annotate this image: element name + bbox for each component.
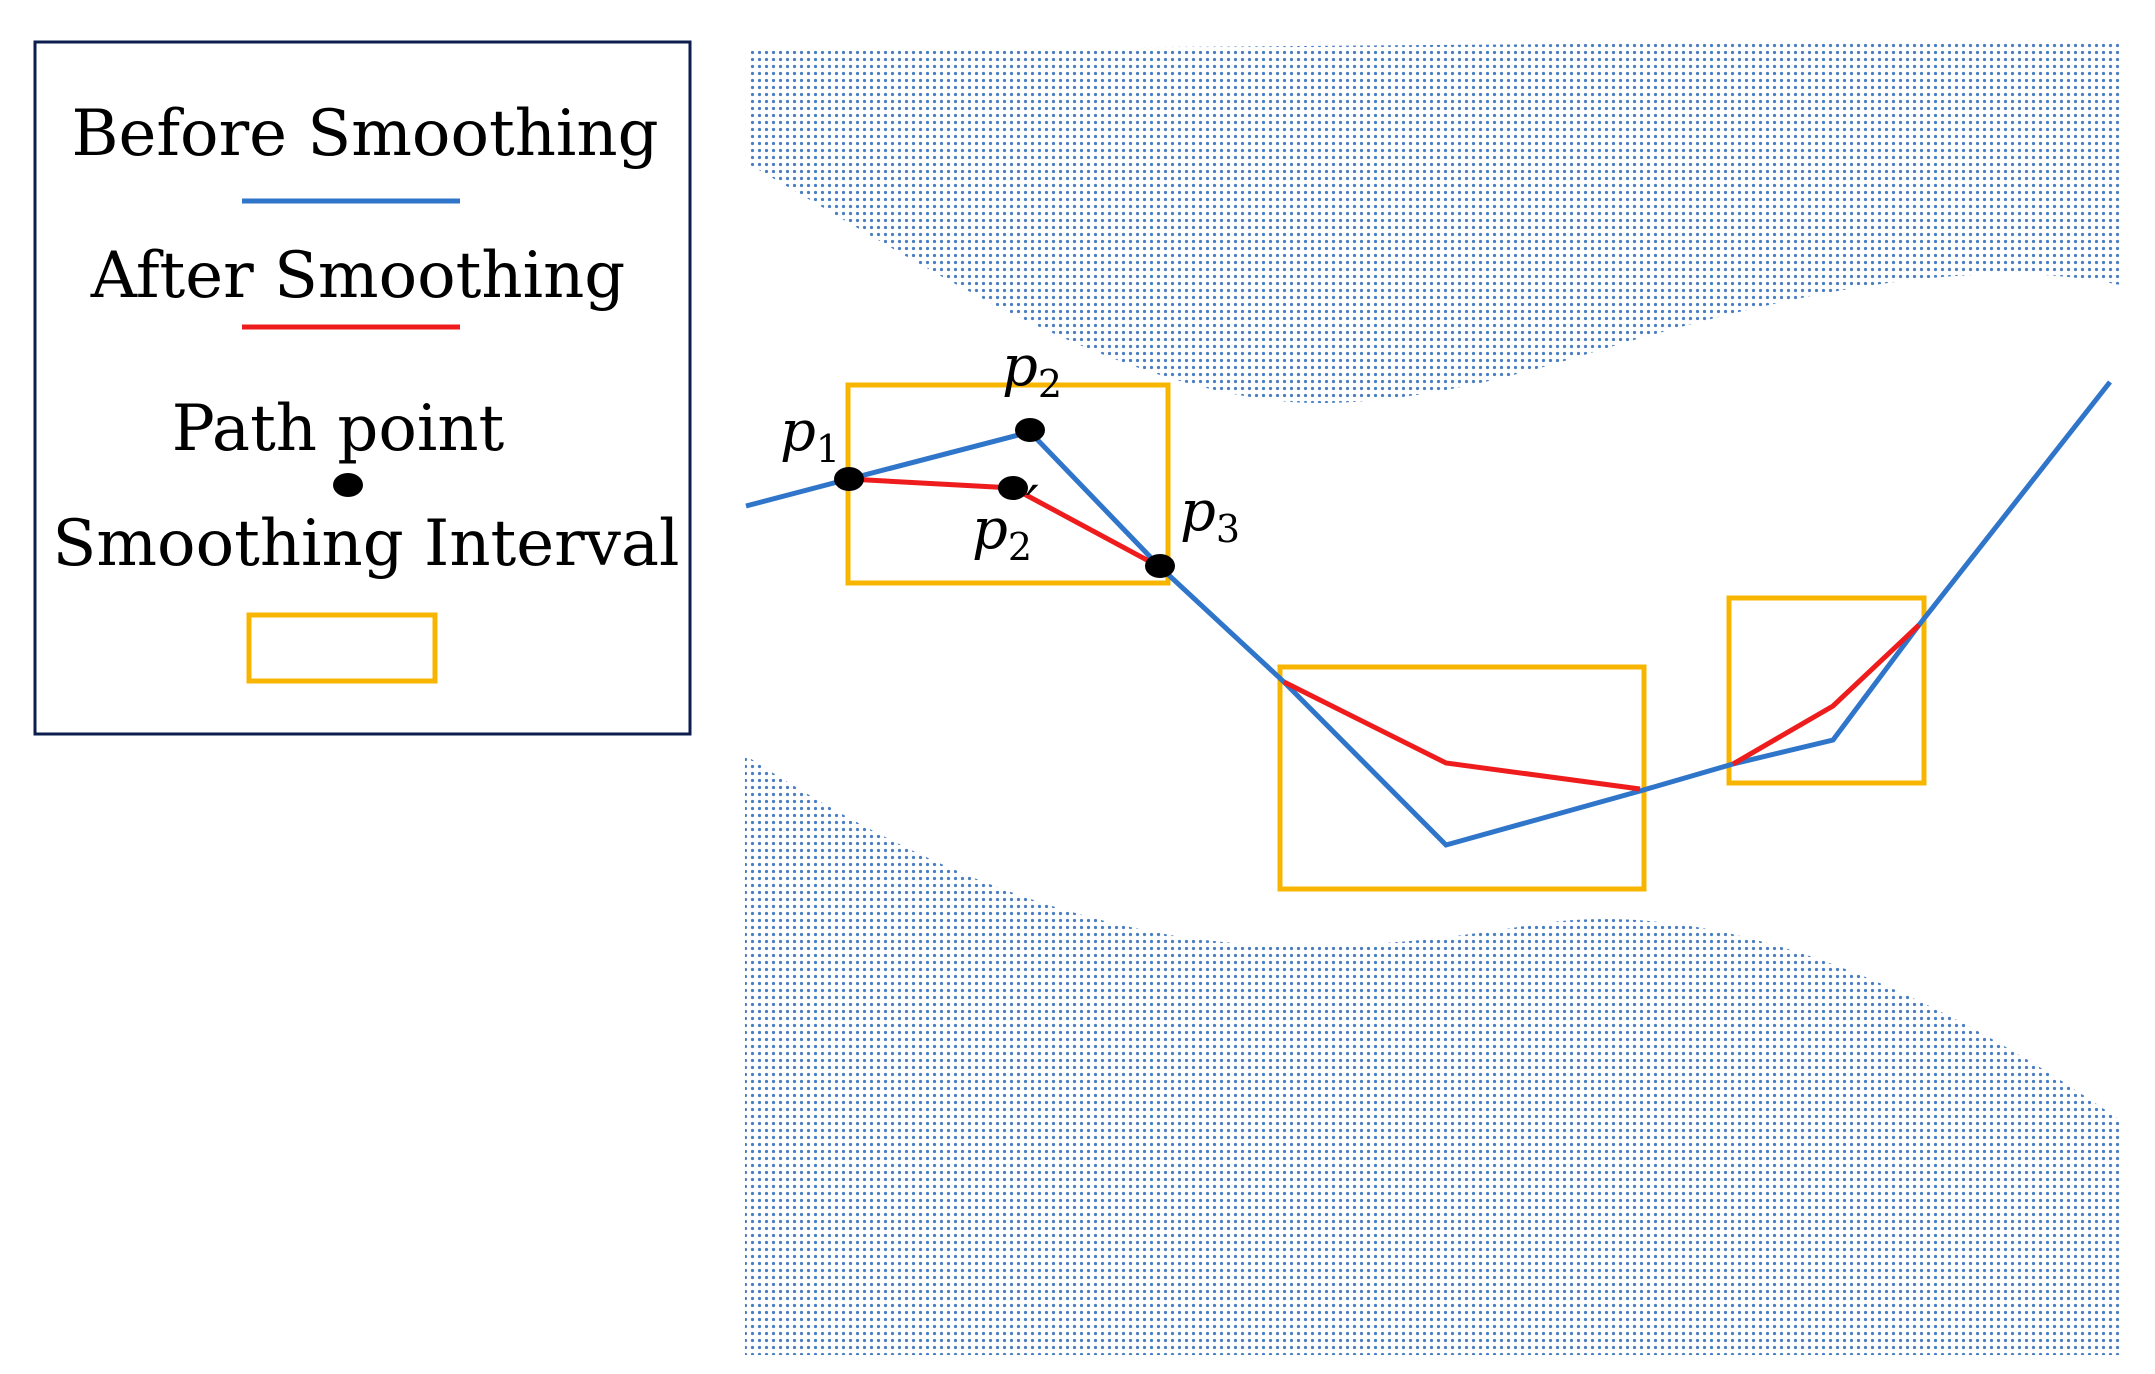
label-p2-prime: p2′ xyxy=(972,475,1039,569)
after-smoothing-path-2 xyxy=(1282,679,1641,792)
label-p2: p2 xyxy=(1002,334,1062,406)
after-smoothing-path-3 xyxy=(1731,623,1921,767)
smoothing-interval-box-3 xyxy=(1726,595,1927,786)
legend-point-swatch xyxy=(333,473,363,497)
legend-point-label: Path point xyxy=(172,392,505,466)
legend-after-label: After Smoothing xyxy=(90,239,626,313)
path-point-p2 xyxy=(1015,418,1045,442)
path-point-p1 xyxy=(834,467,864,491)
lower-obstacle xyxy=(745,755,2120,1355)
path-point-p2-prime xyxy=(998,476,1028,500)
legend-frame xyxy=(33,40,692,736)
path-point-p3 xyxy=(1145,554,1175,578)
smoothing-interval-box-2 xyxy=(1277,664,1647,892)
legend-interval-label: Smoothing Interval xyxy=(53,507,680,581)
before-smoothing-path xyxy=(745,380,2112,848)
label-p1: p1 xyxy=(780,399,840,471)
label-p3: p3 xyxy=(1180,479,1240,551)
legend-before-label: Before Smoothing xyxy=(71,97,658,171)
legend-interval-swatch xyxy=(246,612,438,684)
legend: Before Smoothing After Smoothing Path po… xyxy=(33,40,692,736)
upper-obstacle xyxy=(750,40,2120,403)
